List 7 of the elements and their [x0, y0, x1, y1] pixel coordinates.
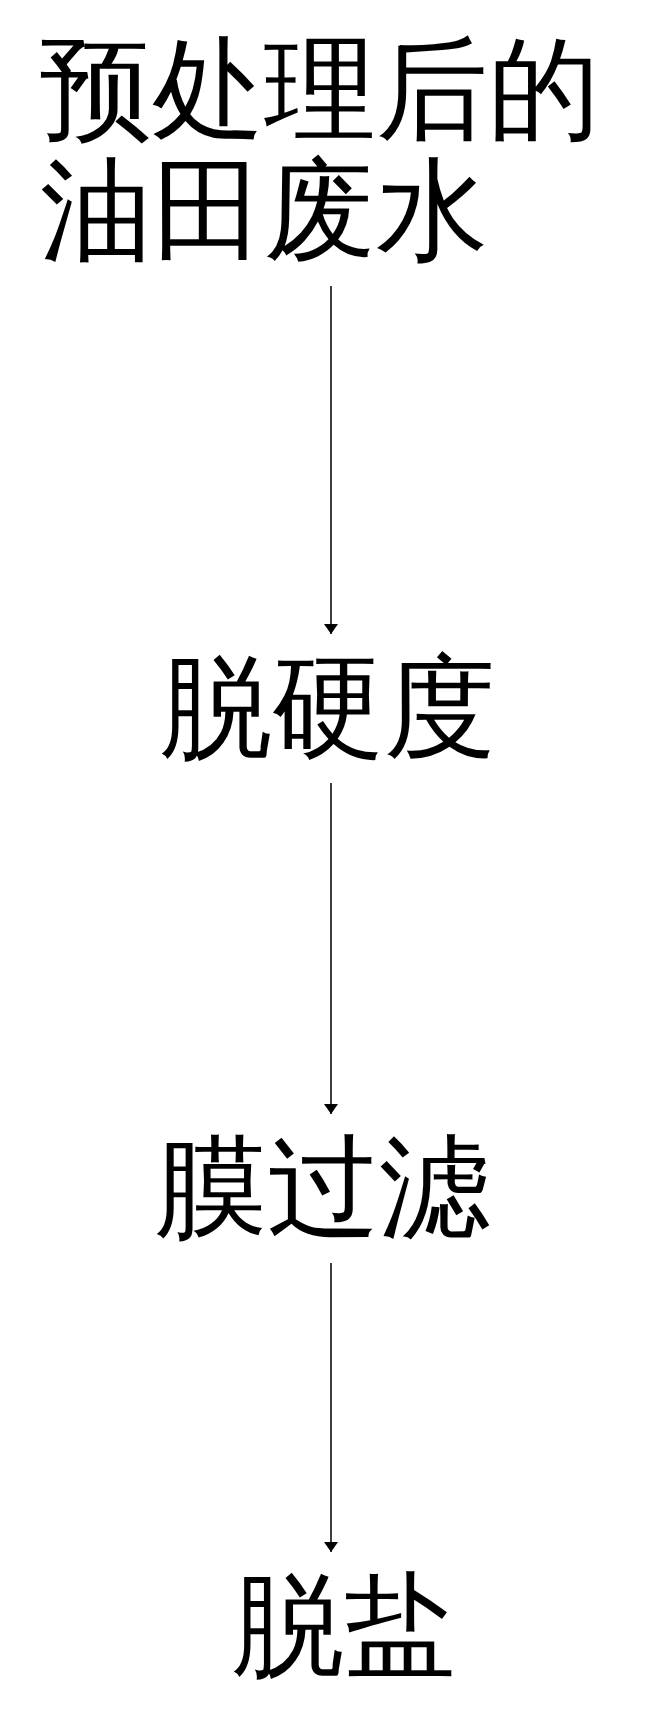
arrow — [324, 1262, 338, 1553]
process-step-label: 预处理后的油田废水 — [40, 30, 620, 272]
arrow — [324, 782, 338, 1115]
process-step-label: 脱盐 — [232, 1566, 472, 1687]
process-step-label: 膜过滤 — [155, 1128, 515, 1249]
arrow — [324, 285, 338, 635]
process-step-label: 脱硬度 — [160, 648, 520, 769]
